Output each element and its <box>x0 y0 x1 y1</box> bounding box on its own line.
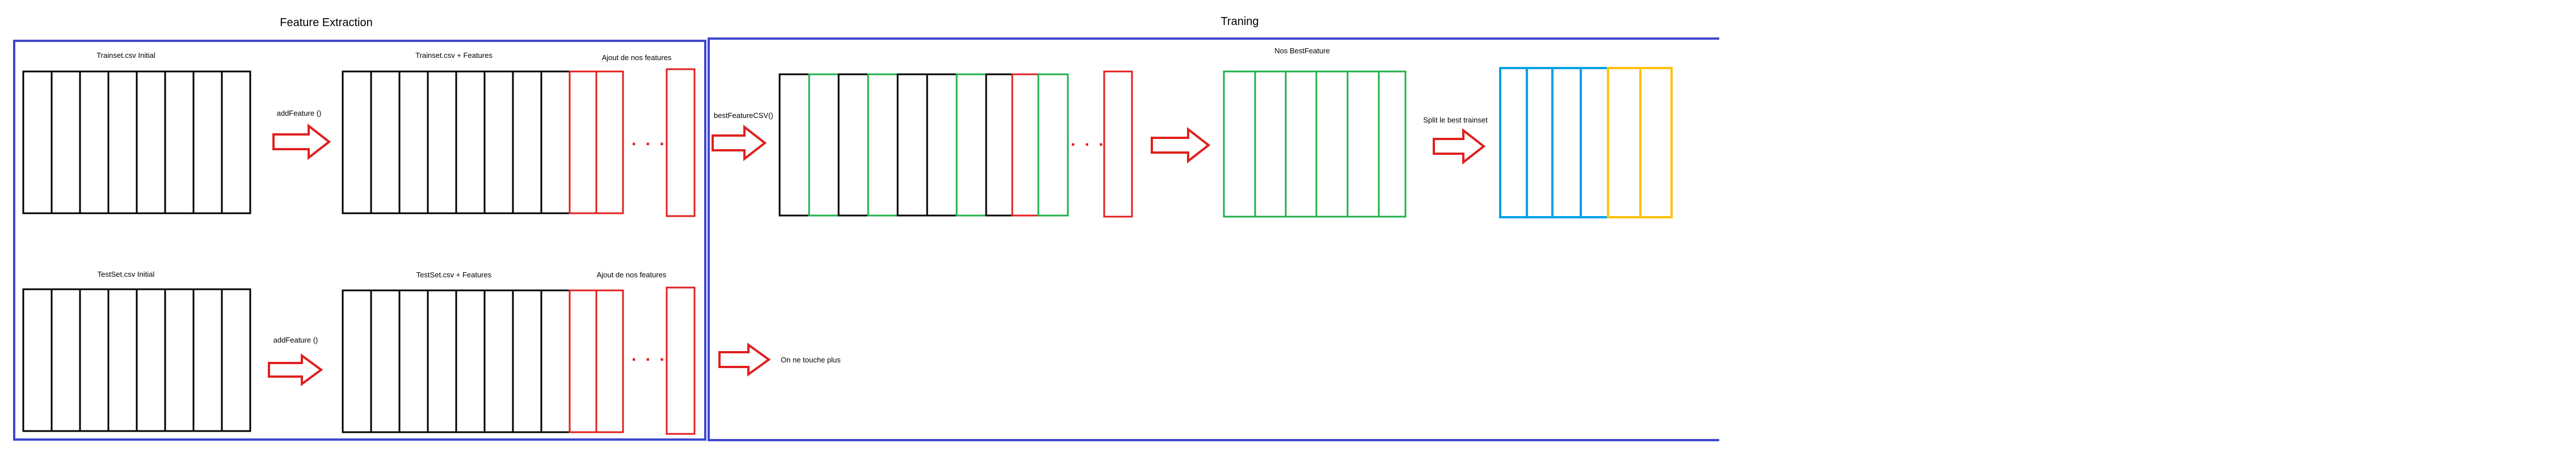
add-feature-train-label: addFeature () <box>277 109 322 117</box>
add-feature-test-arrow-icon <box>268 353 323 386</box>
best-feature-table-column <box>1223 70 1256 218</box>
trainset-features-table-column <box>540 70 571 214</box>
on-ne-touche-plus-label: On ne touche plus <box>781 356 841 364</box>
best-feature-selection-table-column <box>778 73 810 217</box>
testset-features-table-column <box>427 289 457 433</box>
trainset-initial-table <box>22 70 251 214</box>
best-feature-fn-label: bestFeatureCSV() <box>714 111 773 120</box>
training-title: Traning <box>1220 15 1258 28</box>
best-feature-selection-table <box>778 73 1069 217</box>
split-trainset-table-column <box>1580 67 1609 218</box>
best-feature-selection-table-column <box>837 73 869 217</box>
testset-initial-table-column <box>107 288 138 432</box>
testset-features-table-column <box>512 289 542 433</box>
split-trainset-table-column <box>1499 67 1528 218</box>
split-trainset-table-column <box>1607 67 1641 218</box>
best-feature-selection-table-column <box>1037 73 1069 217</box>
trainset-features-table-column <box>427 70 457 214</box>
best-feature-table-column <box>1346 70 1380 218</box>
trainset-features-table-column <box>569 70 597 214</box>
best-feature-table-column <box>1285 70 1318 218</box>
trainset-features-table-column <box>512 70 542 214</box>
best-feature-selection-table-column <box>985 73 1013 217</box>
ellipsis-train: . . . <box>632 130 667 149</box>
split-trainset-table-column <box>1551 67 1582 218</box>
testset-initial-table-column <box>50 288 81 432</box>
testset-features-table-column <box>342 289 372 433</box>
trainset-initial-table-column <box>107 70 138 214</box>
extra-feature-train <box>666 68 696 217</box>
trainset-initial-label: Trainset.csv Initial <box>96 51 155 60</box>
trainset-features-table-column <box>483 70 514 214</box>
trainset-initial-table-column <box>164 70 195 214</box>
trainset-features-label: Trainset.csv + Features <box>415 51 493 60</box>
testset-features-table <box>342 289 624 433</box>
split-trainset-table-column <box>1526 67 1554 218</box>
testset-initial-table-column <box>164 288 195 432</box>
extra-feature-train-column <box>666 68 696 217</box>
ajout-features-train-label: Ajout de nos features <box>602 53 672 62</box>
testset-features-table-column <box>483 289 514 433</box>
testset-features-table-column <box>370 289 401 433</box>
extra-feature-test-column <box>666 286 696 435</box>
testset-initial-table <box>22 288 251 432</box>
feature-extraction-frame <box>13 40 706 441</box>
best-feature-selection-table-column <box>867 73 899 217</box>
testset-features-table-column <box>595 289 624 433</box>
best-feature-selection-table-column <box>808 73 840 217</box>
split-trainset-table-column <box>1639 67 1673 218</box>
trainset-initial-table-column <box>136 70 166 214</box>
select-best-feature-arrow-icon <box>1151 126 1211 164</box>
split-label: Split le best trainset <box>1423 116 1488 124</box>
testset-features-table-column <box>455 289 486 433</box>
extra-feature-test <box>666 286 696 435</box>
testset-features-table-column <box>540 289 571 433</box>
trainset-initial-table-column <box>22 70 53 214</box>
testset-features-table-column <box>398 289 429 433</box>
trainset-initial-table-column <box>192 70 223 214</box>
trainset-initial-table-column <box>221 70 251 214</box>
split-arrow-icon <box>1433 128 1486 165</box>
extra-feature-best-column <box>1103 70 1133 218</box>
trainset-features-table-column <box>595 70 624 214</box>
nos-best-feature-label: Nos BestFeature <box>1274 47 1330 55</box>
split-trainset-table <box>1499 67 1673 218</box>
training-frame <box>708 37 1719 441</box>
ellipsis-test: . . . <box>632 346 667 365</box>
best-feature-table-column <box>1254 70 1287 218</box>
best-feature-selection-table-column <box>896 73 928 217</box>
best-feature-selection-table-column <box>956 73 987 217</box>
add-feature-train-arrow-icon <box>272 123 331 161</box>
trainset-features-table-column <box>455 70 486 214</box>
best-feature-selection-table-column <box>926 73 958 217</box>
trainset-features-table-column <box>370 70 401 214</box>
best-feature-table-column <box>1378 70 1407 218</box>
extra-feature-best <box>1103 70 1133 218</box>
ajout-features-test-label: Ajout de nos features <box>597 271 667 279</box>
best-feature-table <box>1223 70 1407 218</box>
testset-initial-table-column <box>22 288 53 432</box>
trainset-features-table-column <box>342 70 372 214</box>
trainset-initial-table-column <box>79 70 110 214</box>
trainset-features-table <box>342 70 624 214</box>
testset-initial-table-column <box>192 288 223 432</box>
feature-extraction-title: Feature Extraction <box>280 16 372 29</box>
on-ne-touche-plus-arrow-icon <box>718 343 771 377</box>
trainset-initial-table-column <box>50 70 81 214</box>
testset-features-label: TestSet.csv + Features <box>416 271 492 279</box>
add-feature-test-label: addFeature () <box>273 336 318 344</box>
best-feature-arrow-icon <box>712 124 767 162</box>
best-feature-table-column <box>1315 70 1349 218</box>
testset-initial-table-column <box>136 288 166 432</box>
ellipsis-best: . . . <box>1071 131 1106 150</box>
trainset-features-table-column <box>398 70 429 214</box>
testset-initial-table-column <box>79 288 110 432</box>
testset-features-table-column <box>569 289 597 433</box>
best-feature-selection-table-column <box>1011 73 1039 217</box>
testset-initial-table-column <box>221 288 251 432</box>
testset-initial-label: TestSet.csv Initial <box>98 270 155 278</box>
